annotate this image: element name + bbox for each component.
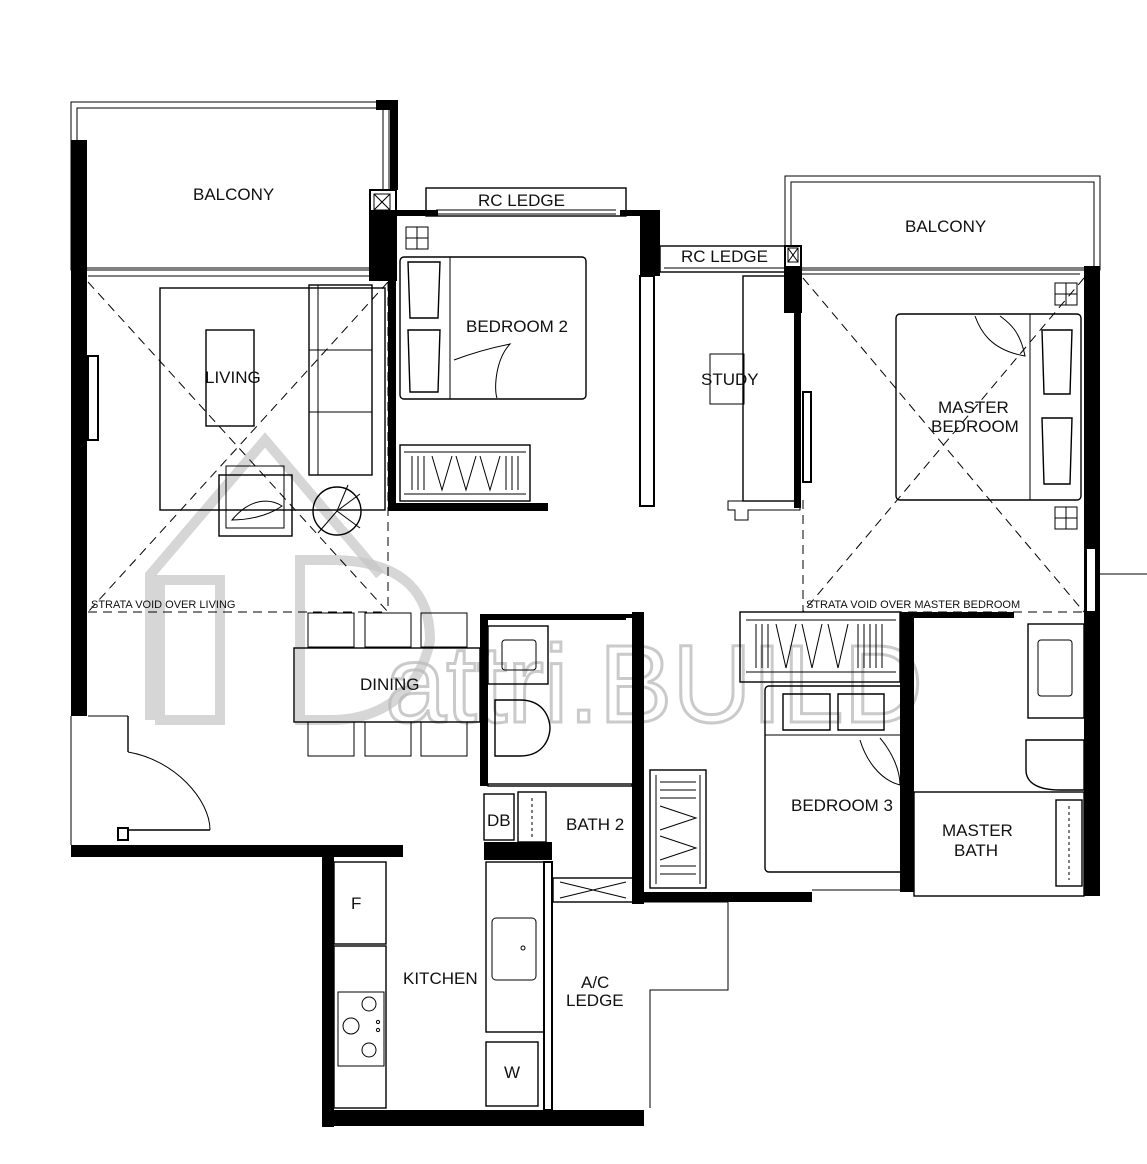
label-study: STUDY — [701, 370, 759, 389]
bedroom-2: RC LEDGE BEDROOM 2 — [369, 187, 640, 511]
label-washer: W — [504, 1063, 520, 1082]
bedroom-3: BEDROOM 3 — [632, 611, 914, 904]
master-bedroom: MASTER BEDROOM STRATA VOID OVER MASTER B… — [784, 245, 1147, 896]
label-db: DB — [487, 811, 511, 830]
bath-2: DB BATH 2 — [480, 614, 638, 860]
label-ac-ledge-2: LEDGE — [566, 991, 624, 1010]
watermark: attri.BUILD — [145, 432, 924, 748]
kitchen: F W KITCHEN — [71, 845, 644, 1127]
window-living — [87, 355, 99, 441]
label-rc-ledge-top: RC LEDGE — [478, 191, 565, 210]
study: RC LEDGE STUDY — [639, 210, 801, 521]
label-bedroom-3: BEDROOM 3 — [791, 796, 893, 815]
label-balcony-left: BALCONY — [193, 185, 274, 204]
balcony-right: BALCONY — [784, 175, 1101, 275]
living-room: LIVING STRATA VOID OVER LIVING — [87, 281, 389, 613]
label-ac-ledge-1: A/C — [581, 973, 609, 992]
label-master-bedroom-1: MASTER — [938, 398, 1009, 417]
label-kitchen: KITCHEN — [403, 969, 478, 988]
balcony-left — [70, 100, 398, 277]
label-balcony-right: BALCONY — [905, 217, 986, 236]
label-dining: DINING — [360, 675, 420, 694]
label-master-bath-2: BATH — [954, 841, 998, 860]
label-bedroom-2: BEDROOM 2 — [466, 317, 568, 336]
entry — [70, 716, 211, 845]
label-void-living: STRATA VOID OVER LIVING — [91, 599, 235, 611]
label-fridge: F — [351, 894, 361, 913]
watermark-text: attri.BUILD — [385, 623, 923, 746]
label-master-bath-1: MASTER — [942, 821, 1013, 840]
label-living: LIVING — [205, 368, 261, 387]
label-master-bedroom-2: BEDROOM — [931, 417, 1019, 436]
master-bath: MASTER BATH — [913, 612, 1085, 897]
label-rc-ledge-mid: RC LEDGE — [681, 247, 768, 266]
wall-west — [71, 140, 87, 716]
label-bath-2: BATH 2 — [566, 815, 624, 834]
ac-ledge: A/C LEDGE — [552, 877, 729, 1108]
label-void-master: STRATA VOID OVER MASTER BEDROOM — [806, 599, 1020, 611]
